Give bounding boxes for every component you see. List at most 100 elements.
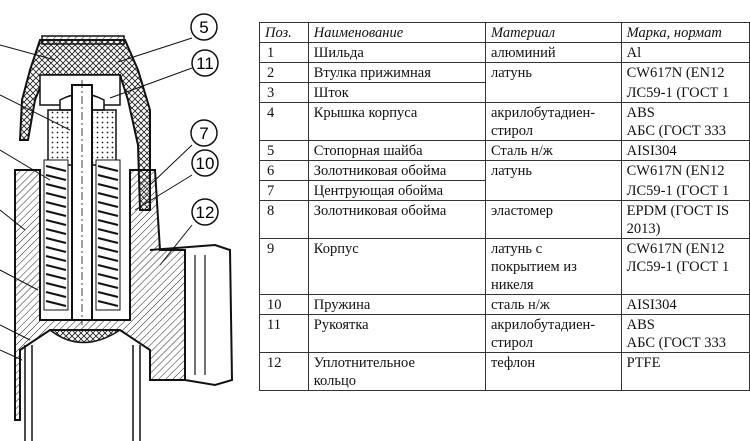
- spring-coil: [97, 291, 119, 298]
- cell-line: стирол: [490, 123, 534, 139]
- table-row: 6 Золотниковая обойма латунь CW617N (EN1…: [259, 160, 750, 181]
- cell-name: Стопорная шайба: [307, 140, 486, 161]
- cell-pos: 2: [259, 62, 309, 83]
- cell-pos: 3: [259, 82, 309, 103]
- cell-line: ЛС59-1 (ГОСТ 1: [626, 259, 730, 275]
- cell-line: АБС (ГОСТ 333: [626, 123, 727, 139]
- spring-coil: [45, 165, 67, 172]
- cell-name: Золотниковая обойма: [307, 160, 486, 181]
- spring-coil: [97, 246, 119, 253]
- table-row: 5 Стопорная шайба Сталь н/ж AISI304: [259, 140, 750, 161]
- cell-pos: 4: [259, 102, 309, 141]
- cell-name: Рукоятка: [307, 314, 486, 353]
- cell-name: Золотниковая обойма: [307, 200, 486, 239]
- cell-line: акрилобутадиен-: [490, 105, 596, 121]
- cell-pos: 11: [259, 314, 309, 353]
- cell-pos: 12: [259, 352, 309, 391]
- cell-line: Уплотнительное: [313, 355, 415, 371]
- spring-coil: [45, 255, 67, 262]
- callout-10: 10: [191, 149, 219, 177]
- cell-material: латунь: [484, 160, 622, 181]
- cell-line: стирол: [490, 335, 534, 351]
- spring-coil: [97, 174, 119, 181]
- cell-material: тефлон: [484, 352, 622, 391]
- spring-coil: [97, 210, 119, 217]
- cell-material: акрилобутадиен-стирол: [484, 102, 622, 141]
- cell-line: CW617N (EN12: [626, 241, 725, 257]
- spring-coil: [45, 264, 67, 271]
- spring-coil: [97, 219, 119, 226]
- cell-grade: CW617N (EN12: [620, 62, 750, 83]
- cell-line: кольцо: [313, 373, 356, 389]
- spring-coil: [97, 255, 119, 262]
- cell-pos: 1: [259, 42, 309, 63]
- cell-name: Корпус: [307, 238, 486, 295]
- cell-line: латунь с: [490, 241, 543, 257]
- callout-5-label: 5: [199, 18, 208, 37]
- spring-coil: [97, 183, 119, 190]
- cell-pos: 7: [259, 180, 309, 201]
- valve-stem: [71, 80, 93, 325]
- spring-coil: [45, 210, 67, 217]
- cell-grade: ЛС59-1 (ГОСТ 1: [620, 180, 750, 201]
- valve-cross-section-drawing: 5 11 7 10 12: [0, 13, 234, 441]
- cell-material: латунь с покрытием из никеля: [484, 238, 622, 295]
- cell-material: Сталь н/ж: [484, 140, 622, 161]
- cell-line: EPDM (ГОСТ IS: [626, 203, 730, 219]
- spring-coil: [45, 237, 67, 244]
- spring-coil: [45, 174, 67, 181]
- table-header-row: Поз. Наименование Материал Марка, нормат: [259, 22, 750, 43]
- cell-name: Втулка прижимная: [307, 62, 486, 83]
- callout-11-label: 11: [196, 54, 214, 73]
- cell-name: Центрующая обойма: [307, 180, 486, 201]
- spring-coil: [45, 228, 67, 235]
- spring-coil: [97, 228, 119, 235]
- cell-line: покрытием из: [490, 259, 577, 275]
- cell-pos: 8: [259, 200, 309, 239]
- valve-spring: [43, 159, 121, 311]
- table-row: 2 Втулка прижимная латунь CW617N (EN12: [259, 62, 750, 83]
- cell-grade: AISI304: [620, 140, 750, 161]
- valve-handle: [18, 35, 151, 211]
- spring-coil: [97, 282, 119, 289]
- cell-line: АБС (ГОСТ 333: [626, 335, 727, 351]
- cell-material: акрилобутадиен-стирол: [484, 314, 622, 353]
- table-row: 3 Шток ЛС59-1 (ГОСТ 1: [259, 82, 750, 103]
- spring-coil: [97, 273, 119, 280]
- cell-material: сталь н/ж: [484, 294, 622, 315]
- cell-grade: ABS АБС (ГОСТ 333: [620, 102, 750, 141]
- cell-name: Шток: [307, 82, 486, 103]
- table-row: 10 Пружина сталь н/ж AISI304: [259, 294, 750, 315]
- table-row: 7 Центрующая обойма ЛС59-1 (ГОСТ 1: [259, 180, 750, 201]
- cell-line: ABS: [626, 105, 655, 121]
- spring-coil: [45, 192, 67, 199]
- callout-12: 12: [191, 198, 219, 226]
- spring-coil: [45, 183, 67, 190]
- cell-material: алюминий: [484, 42, 622, 63]
- cell-material: [484, 82, 622, 103]
- cell-pos: 9: [259, 238, 309, 295]
- callout-7-label: 7: [199, 124, 208, 143]
- cell-name: Шильда: [307, 42, 486, 63]
- table-row: 1 Шильда алюминий Al: [259, 42, 750, 63]
- cell-line: 2013): [626, 221, 661, 237]
- cell-grade: CW617N (EN12: [620, 160, 750, 181]
- cell-name: Уплотнительное кольцо: [307, 352, 486, 391]
- cell-line: никеля: [490, 277, 534, 293]
- cell-material: эластомер: [484, 200, 622, 239]
- cell-line: акрилобутадиен-: [490, 317, 596, 333]
- spring-coil: [45, 219, 67, 226]
- spring-coil: [45, 291, 67, 298]
- cell-grade: ЛС59-1 (ГОСТ 1: [620, 82, 750, 103]
- cell-name: Пружина: [307, 294, 486, 315]
- header-pos: Поз.: [259, 22, 309, 43]
- valve-body: [14, 169, 234, 441]
- table-row: 4 Крышка корпуса акрилобутадиен-стирол A…: [259, 102, 750, 141]
- callout-11: 11: [191, 49, 219, 77]
- cell-name: Крышка корпуса: [307, 102, 486, 141]
- cell-pos: 10: [259, 294, 309, 315]
